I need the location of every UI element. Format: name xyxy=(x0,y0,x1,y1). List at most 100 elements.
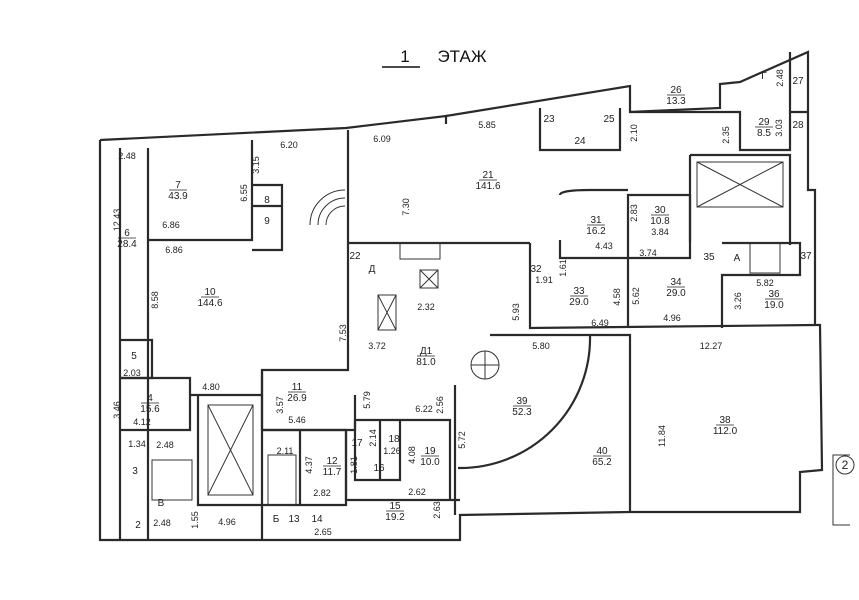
room-area: 81.0 xyxy=(416,357,436,368)
stair-flight xyxy=(267,454,297,506)
room-number: 23 xyxy=(543,114,555,125)
dimension-label: 4.58 xyxy=(612,288,622,306)
room-number: Д xyxy=(369,264,376,275)
room-number: 14 xyxy=(311,514,323,525)
room-area: 28.4 xyxy=(117,239,137,250)
room-area: 29.0 xyxy=(666,288,686,299)
shaft-right xyxy=(696,161,784,208)
dimension-label: 5.80 xyxy=(532,341,550,351)
room-number: 40 xyxy=(596,446,608,457)
stair-flight xyxy=(399,242,441,260)
room-number: 32 xyxy=(530,264,542,275)
room-area: 11.7 xyxy=(323,467,342,478)
room-number: Г xyxy=(761,71,767,82)
dimension-label: 4.96 xyxy=(218,517,236,527)
dimension-label: 2.63 xyxy=(432,501,442,519)
room-number: А xyxy=(734,253,741,264)
dimension-label: 1.34 xyxy=(128,439,146,449)
room-area: 10.0 xyxy=(420,457,440,468)
dimension-label: 6.20 xyxy=(280,140,298,150)
room-number: 33 xyxy=(573,286,585,297)
dimension-label: 2.62 xyxy=(408,487,426,497)
floor-label: ЭТАЖ xyxy=(437,47,486,66)
room-number: 26 xyxy=(670,85,682,96)
dimension-label: 6.86 xyxy=(162,220,180,230)
dimension-label: 2.32 xyxy=(417,302,435,312)
dimension-label: 3.15 xyxy=(251,156,261,174)
dimension-label: 7.53 xyxy=(338,324,348,342)
room-number: 15 xyxy=(389,501,401,512)
room-number: 34 xyxy=(670,277,682,288)
room-number: 39 xyxy=(516,396,528,407)
dimension-label: 5.46 xyxy=(288,415,306,425)
room-number: 5 xyxy=(131,351,137,362)
dimension-label: 5.93 xyxy=(511,303,521,321)
dimension-label: 4.80 xyxy=(202,382,220,392)
room-number: 3 xyxy=(132,466,138,477)
room-area: 141.6 xyxy=(475,181,500,192)
room-number: 16 xyxy=(373,463,385,474)
room-area: 8.5 xyxy=(757,128,771,139)
room-area: 13.3 xyxy=(666,96,686,107)
dimension-label: 4.08 xyxy=(407,446,417,464)
room-area: 19.2 xyxy=(385,512,405,523)
room-area: 144.6 xyxy=(197,298,222,309)
room-area: 16.2 xyxy=(586,226,606,237)
room-number: 27 xyxy=(792,76,804,87)
dimension-label: 2.10 xyxy=(629,124,639,142)
room-area: 19.0 xyxy=(764,300,784,311)
dimension-label: 3.46 xyxy=(112,401,122,419)
dimension-label: 3.26 xyxy=(733,292,743,310)
dimension-label: 2.11 xyxy=(277,446,294,456)
dimension-label: 2.14 xyxy=(368,429,378,447)
elevator-shaft xyxy=(377,294,397,331)
dimension-label: 2.56 xyxy=(435,396,445,414)
dimension-label: 2.03 xyxy=(123,368,141,378)
dimension-label: 12.27 xyxy=(700,341,723,351)
dimension-label: 1.61 xyxy=(558,259,568,277)
dimension-label: 3.84 xyxy=(651,227,669,237)
room-number: 30 xyxy=(654,205,666,216)
dimension-label: 1.26 xyxy=(383,446,401,456)
sheet-marker: 2 xyxy=(832,454,855,526)
dimension-label: 5.79 xyxy=(362,391,372,409)
spiral-stair xyxy=(309,189,346,226)
room-number: 10 xyxy=(204,287,216,298)
room-number: 19 xyxy=(424,446,436,457)
dimension-label: 4.12 xyxy=(133,417,151,427)
dimension-label: 6.55 xyxy=(239,184,249,202)
room-area: 52.3 xyxy=(512,407,532,418)
room-area: 29.0 xyxy=(569,297,589,308)
floor-number: 1 xyxy=(400,47,409,66)
room-number: 2 xyxy=(135,520,141,531)
round-column xyxy=(470,350,500,380)
room-number: 35 xyxy=(703,252,715,263)
room-area: 43.9 xyxy=(168,191,188,202)
room-number: 28 xyxy=(792,120,804,131)
dimension-label: 6.22 xyxy=(415,404,433,414)
room-number: 11 xyxy=(292,382,303,393)
room-number: 31 xyxy=(590,215,602,226)
dimension-label: 5.62 xyxy=(631,287,641,305)
dimension-label: 2.82 xyxy=(313,488,331,498)
room-number: 13 xyxy=(288,514,300,525)
dimension-label: 2.65 xyxy=(314,527,332,537)
shaft-small xyxy=(419,269,439,289)
dimension-label: 5.82 xyxy=(756,278,774,288)
dimension-label: 7.30 xyxy=(401,198,411,216)
dimension-label: 4.43 xyxy=(595,241,613,251)
stair-flight xyxy=(749,242,781,274)
room-number: 25 xyxy=(603,114,615,125)
room-number: 8 xyxy=(264,195,270,206)
room-number: 22 xyxy=(349,251,361,262)
room-area: 10.8 xyxy=(650,216,670,227)
dimension-label: 5.72 xyxy=(457,431,467,449)
room-area: 65.2 xyxy=(592,457,612,468)
dimension-label: 2.48 xyxy=(153,518,171,528)
room-number: 21 xyxy=(482,170,494,181)
dimension-label: 1.81 xyxy=(349,456,359,474)
stairs-and-shafts xyxy=(151,161,784,506)
room-number: В xyxy=(158,498,165,509)
room-number: 18 xyxy=(388,434,400,445)
dimension-label: 1.91 xyxy=(535,275,553,285)
